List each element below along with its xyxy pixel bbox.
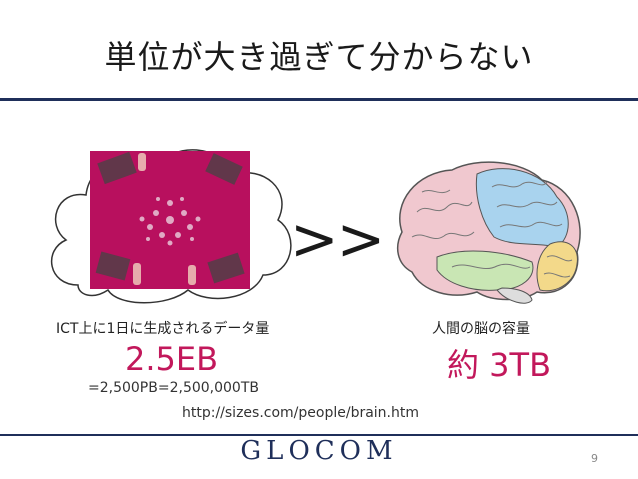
- much-greater-than-symbol: >>: [290, 205, 385, 273]
- footer-logo: GLOCOM: [240, 436, 398, 466]
- slide-title: 単位が大き過ぎて分からない: [104, 38, 534, 76]
- title-divider: [0, 98, 638, 101]
- footer-divider: [0, 434, 638, 436]
- source-url: http://sizes.com/people/brain.htm: [182, 405, 420, 421]
- daily-data-value: 2.5EB: [125, 340, 219, 378]
- page-number: 9: [591, 452, 598, 465]
- brain-capacity-label: 人間の脳の容量: [432, 321, 530, 337]
- unit-conversion: =2,500PB=2,500,000TB: [88, 380, 259, 396]
- cloud-icon: [50, 149, 292, 304]
- brain-illustration: [396, 161, 581, 304]
- daily-data-label: ICT上に1日に生成されるデータ量: [56, 321, 270, 337]
- brain-capacity-value: 約 3TB: [447, 346, 552, 384]
